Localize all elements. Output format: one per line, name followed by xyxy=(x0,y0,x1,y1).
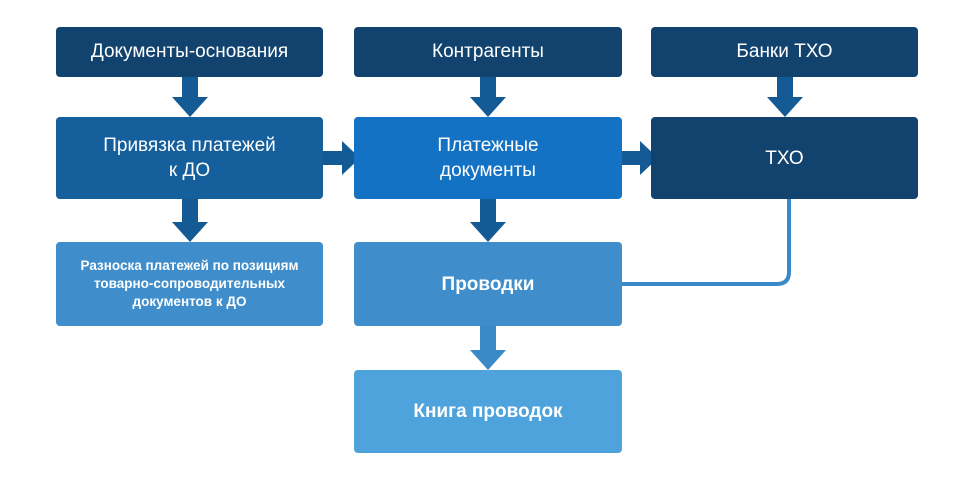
txo-to-postings-connector xyxy=(622,199,791,286)
arrow-pay-to-txo xyxy=(622,141,658,175)
banks-txo-box: Банки ТХО xyxy=(651,27,918,77)
postings-book-label: Книга проводок xyxy=(413,401,563,422)
counterparties-box: Контрагенты xyxy=(354,27,622,77)
spread-payments-label: Разноска платежей по позициям товарно-со… xyxy=(80,258,299,309)
txo-box: ТХО xyxy=(651,117,918,199)
payment-documents-box: Платежные документы xyxy=(354,117,622,199)
arrow-pay-to-postings xyxy=(470,199,506,242)
arrow-link-to-pay xyxy=(323,141,360,175)
arrow-postings-to-book xyxy=(470,326,506,370)
postings-book-box: Книга проводок xyxy=(354,370,622,453)
txo-label: ТХО xyxy=(765,147,804,169)
postings-label: Проводки xyxy=(441,273,535,295)
link-payments-box: Привязка платежей к ДО xyxy=(56,117,323,199)
link-payments-label: Привязка платежей к ДО xyxy=(103,135,276,181)
base-documents-label: Документы-основания xyxy=(90,41,289,62)
spread-payments-box: Разноска платежей по позициям товарно-со… xyxy=(56,242,323,326)
postings-box: Проводки xyxy=(354,242,622,326)
counterparties-label: Контрагенты xyxy=(432,41,544,62)
arrow-docs-to-link xyxy=(172,77,208,117)
arrow-banks-to-txo xyxy=(767,77,803,117)
payment-documents-label: Платежные документы xyxy=(437,135,539,181)
arrow-contr-to-pay xyxy=(470,77,506,117)
banks-txo-label: Банки ТХО xyxy=(736,41,833,62)
base-documents-box: Документы-основания xyxy=(56,27,323,77)
arrow-link-to-spread xyxy=(172,199,208,242)
